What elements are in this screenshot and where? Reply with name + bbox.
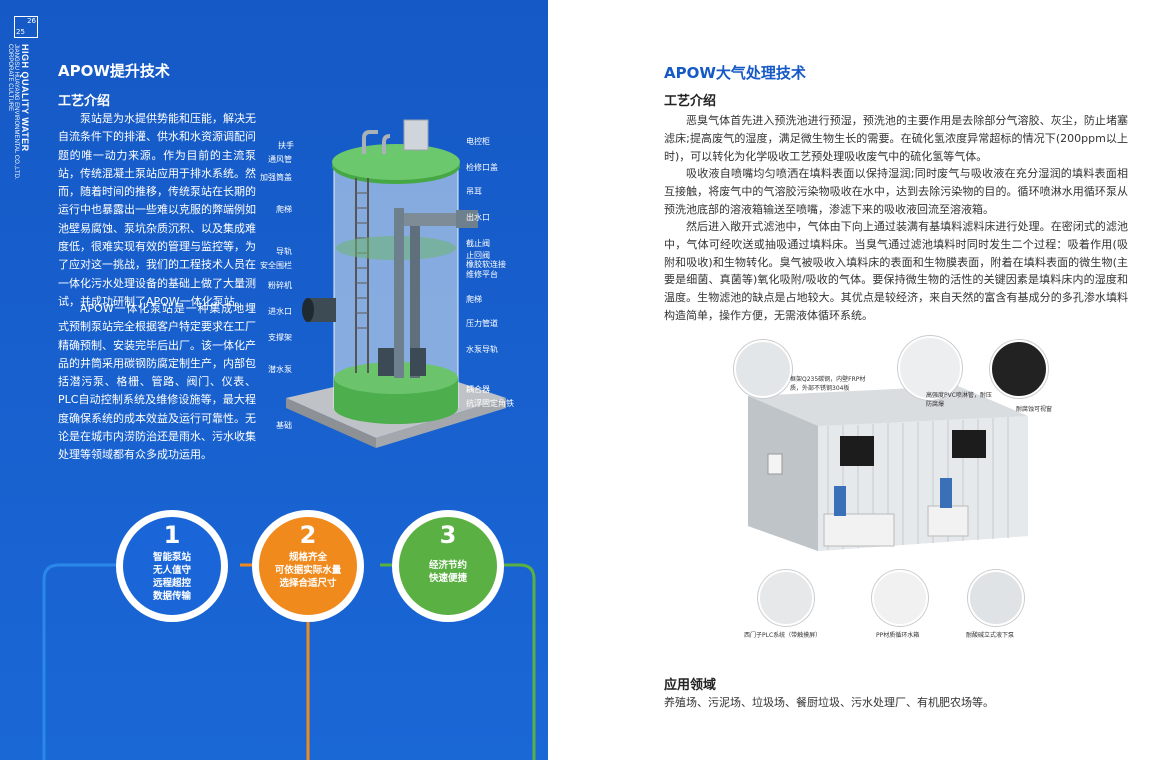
window-detail-thumbnail bbox=[990, 340, 1048, 398]
deodorization-equipment-illustration bbox=[748, 386, 1028, 551]
left-paragraph-1: 泵站是为水提供势能和压能，解决无自流条件下的排灌、供水和水资源调配问题的唯一动力… bbox=[58, 112, 256, 308]
label-stop-valve: 截止阀 bbox=[466, 239, 490, 248]
feature-circle-1: 1 智能泵站 无人值守 远程超控 数据传输 bbox=[116, 510, 228, 622]
label-rubber-joint: 橡胶软连接 bbox=[466, 260, 506, 269]
pvc-detail-thumbnail bbox=[898, 336, 962, 400]
label-maintenance-platform: 维修平台 bbox=[466, 270, 498, 279]
caption-pump: 耐酸碱立式液下泵 bbox=[966, 632, 1015, 639]
feature-1-number: 1 bbox=[163, 521, 181, 549]
label-pump-guide-rail: 水泵导轨 bbox=[466, 345, 498, 354]
feature-2-line-3: 选择合适尺寸 bbox=[279, 578, 337, 589]
caption-anticorrosion: 耐腐蚀可视窗 bbox=[1016, 406, 1053, 413]
label-vent-pipe: 通风管 bbox=[268, 155, 292, 164]
pump-station-illustration bbox=[286, 119, 506, 448]
caption-plc: 西门子PLC系统（带触摸屏） bbox=[744, 632, 822, 639]
right-paragraph-1: 恶臭气体首先进入预洗池进行预湿，预洗池的主要作用是去除部分气溶胶、灰尘，防止堵塞… bbox=[664, 114, 1128, 163]
vertical-line-1: HIGH QUALITY WATER bbox=[20, 44, 30, 152]
right-page: APOW大气处理技术 工艺介绍 恶臭气体首先进入预洗池进行预湿，预洗池的主要作用… bbox=[548, 0, 1160, 760]
right-paragraph-2: 吸收液自喷嘴均匀喷洒在填料表面以保持湿润;同时废气与吸收液在充分湿润的填料表面相… bbox=[664, 167, 1128, 216]
label-inlet: 进水口 bbox=[268, 307, 292, 316]
feature-3-number: 3 bbox=[439, 521, 457, 549]
caption-tank: PP材质循环水箱 bbox=[876, 632, 920, 639]
vertical-caption: HIGH QUALITY WATER JIANGSU HUAYANG ENVIR… bbox=[7, 44, 30, 180]
label-anti-float-angle: 抗浮固定角铁 bbox=[466, 399, 514, 408]
feature-3-line-2: 快速便捷 bbox=[428, 573, 467, 584]
label-pressure-pipe: 压力管道 bbox=[466, 319, 498, 328]
label-submersible-pump: 潜水泵 bbox=[268, 365, 292, 374]
right-title: APOW大气处理技术 bbox=[664, 64, 806, 82]
page-number-box: 26 25 bbox=[14, 16, 38, 38]
caption-frame: 框架Q235碳钢，内壁FRP材质，外部不锈钢304板 bbox=[790, 376, 866, 392]
feature-1-line-3: 远程超控 bbox=[152, 578, 191, 589]
feature-3-line-1: 经济节约 bbox=[428, 560, 467, 571]
label-guide-rail: 导轨 bbox=[276, 247, 292, 256]
feature-2-line-1: 规格齐全 bbox=[288, 552, 327, 563]
feature-circle-2: 2 规格齐全 可依据实际水量 选择合适尺寸 bbox=[252, 510, 364, 622]
label-inspection-cover: 检修口盖 bbox=[466, 163, 498, 172]
label-coupler: 耦合器 bbox=[466, 385, 490, 394]
feature-2-number: 2 bbox=[299, 521, 317, 549]
left-page: 26 25 HIGH QUALITY WATER JIANGSU HUAYANG… bbox=[0, 0, 548, 760]
label-outlet: 出水口 bbox=[466, 213, 490, 222]
label-reinforced-cover: 加强筒盖 bbox=[260, 173, 292, 182]
label-ladder-left: 爬梯 bbox=[276, 205, 292, 214]
plc-thumbnail bbox=[758, 570, 814, 626]
caption-pvc: 高强度PVC喷淋管，耐压防腐爆 bbox=[926, 392, 992, 408]
label-check-valve: 止回阀 bbox=[466, 251, 490, 260]
left-paragraph-2: APOW一体化泵站是一种集成地埋式预制泵站完全根据客户特定要求在工厂精确预制、安… bbox=[58, 302, 256, 462]
left-subtitle: 工艺介绍 bbox=[58, 94, 111, 109]
pump-thumbnail bbox=[968, 570, 1024, 626]
feature-circle-3: 3 经济节约 快速便捷 bbox=[392, 510, 504, 622]
label-crusher: 粉碎机 bbox=[268, 281, 292, 290]
feature-2-line-2: 可依据实际水量 bbox=[274, 565, 342, 576]
feature-1-line-1: 智能泵站 bbox=[152, 552, 191, 563]
label-ladder-right: 爬梯 bbox=[466, 295, 482, 304]
right-paragraph-3: 然后进入敞开式滤池中，气体由下向上通过装满有基填料滤料床进行处理。在密闭式的滤池… bbox=[664, 220, 1128, 322]
label-lifting-lug: 吊耳 bbox=[466, 187, 482, 196]
label-foundation: 基础 bbox=[276, 421, 292, 430]
feature-1-line-4: 数据传输 bbox=[152, 591, 191, 602]
label-handrail: 扶手 bbox=[278, 141, 294, 150]
page-number-bottom: 25 bbox=[16, 28, 25, 36]
application-title: 应用领域 bbox=[664, 678, 717, 693]
left-title: APOW提升技术 bbox=[58, 62, 170, 80]
frame-detail-thumbnail bbox=[734, 340, 792, 398]
right-subtitle: 工艺介绍 bbox=[664, 94, 717, 109]
label-safety-fence: 安全围栏 bbox=[260, 261, 292, 270]
feature-connector-lines bbox=[42, 563, 536, 760]
label-support-frame: 支撑架 bbox=[268, 333, 292, 342]
vertical-line-2: JIANGSU HUAYANG ENVIRONMENTAL CO.,LTD. bbox=[13, 44, 19, 180]
application-text: 养殖场、污泥场、垃圾场、餐厨垃圾、污水处理厂、有机肥农场等。 bbox=[664, 696, 994, 709]
label-control-cabinet: 电控柜 bbox=[466, 137, 490, 146]
tank-thumbnail bbox=[872, 570, 928, 626]
feature-1-line-2: 无人值守 bbox=[152, 565, 191, 576]
page-number-top: 26 bbox=[27, 17, 36, 25]
